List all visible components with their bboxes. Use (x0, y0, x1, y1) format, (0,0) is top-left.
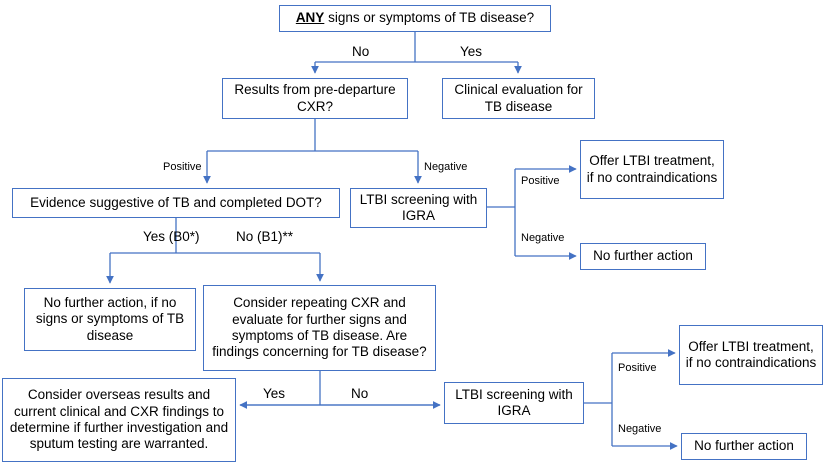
edge-label-yes-b0: Yes (B0*) (143, 229, 200, 244)
edge-label-positive-cxr: Positive (163, 161, 202, 173)
edge-label-positive-igra-top: Positive (521, 175, 560, 187)
node-ltbi-screening-igra-bottom[interactable]: LTBI screening with IGRA (444, 382, 584, 424)
edge-label-negative-igra-top: Negative (521, 232, 565, 244)
node-consider-repeating-cxr[interactable]: Consider repeating CXR and evaluate for … (203, 285, 436, 371)
node-clinical-evaluation[interactable]: Clinical evaluation for TB disease (442, 78, 595, 119)
node-no-further-action-top[interactable]: No further action (580, 243, 706, 270)
node-ltbi-screening-igra-top[interactable]: LTBI screening with IGRA (350, 188, 487, 228)
edge-label-negative-cxr: Negative (424, 161, 468, 173)
node-any-signs-symptoms[interactable]: ANY signs or symptoms of TB disease? (279, 5, 551, 32)
edge-label-yes-findings: Yes (263, 386, 286, 401)
edge-label-yes-top: Yes (460, 44, 483, 59)
node-no-further-action-bottom[interactable]: No further action (681, 433, 807, 460)
edge-label-positive-igra-bottom: Positive (618, 362, 657, 374)
edge-label-no-findings: No (351, 386, 369, 401)
node-any-signs-text: ANY signs or symptoms of TB disease? (296, 10, 534, 26)
node-evidence-suggestive-dot[interactable]: Evidence suggestive of TB and completed … (12, 188, 340, 218)
node-no-further-action-if-no-signs[interactable]: No further action, if no signs or sympto… (24, 288, 196, 351)
edge-label-no-b1: No (B1)** (236, 229, 294, 244)
edge-label-no-top: No (352, 44, 370, 59)
edge-label-negative-igra-bottom: Negative (618, 423, 662, 435)
node-offer-ltbi-treatment-top[interactable]: Offer LTBI treatment, if no contraindica… (580, 140, 724, 199)
node-consider-overseas-results[interactable]: Consider overseas results and current cl… (2, 378, 236, 462)
any-emphasis: ANY (295, 10, 325, 26)
node-offer-ltbi-treatment-bottom[interactable]: Offer LTBI treatment, if no contraindica… (679, 325, 823, 385)
any-rest: signs or symptoms of TB disease? (324, 10, 535, 26)
node-predeparture-cxr[interactable]: Results from pre-departure CXR? (222, 78, 408, 119)
